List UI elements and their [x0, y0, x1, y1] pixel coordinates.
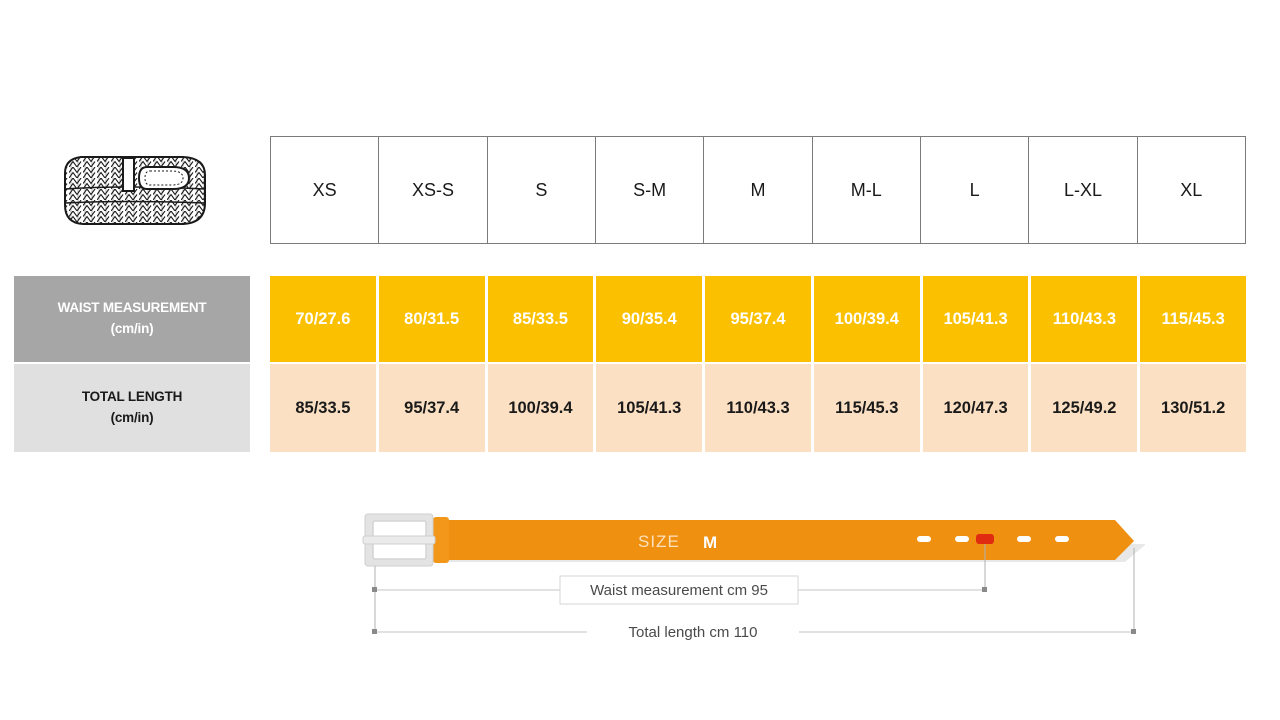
- total-length-value-cell: 125/49.2: [1031, 364, 1141, 452]
- diagram-size-label: SIZE: [638, 532, 680, 551]
- belt-hole: [955, 536, 969, 542]
- total-length-row: TOTAL LENGTH (cm/in) 85/33.5 95/37.4 100…: [14, 364, 1247, 452]
- belt-measurement-diagram: SIZE M Waist measurement cm 95 Total len…: [355, 500, 1155, 650]
- total-length-value-cell: 95/37.4: [378, 364, 488, 452]
- waist-value-cell: 85/33.5: [487, 276, 597, 362]
- total-length-value-cell: 130/51.2: [1140, 364, 1247, 452]
- waist-dimension-label: Waist measurement cm 95: [590, 582, 768, 599]
- table-spacer: [14, 244, 1246, 276]
- diagram-size-value: M: [703, 533, 717, 552]
- size-header-cell: XS-S: [379, 137, 488, 243]
- size-header-cell: S: [488, 137, 596, 243]
- size-header-cell: S-M: [596, 137, 705, 243]
- size-header-cell: L: [921, 137, 1030, 243]
- total-length-value-cell: 120/47.3: [922, 364, 1032, 452]
- size-header-cell: XS: [271, 137, 380, 243]
- header-row-label-spacer: [14, 136, 250, 244]
- waist-dimension-end-tick: [982, 587, 987, 592]
- waist-value-cell: 80/31.5: [378, 276, 488, 362]
- waist-value-cell: 110/43.3: [1031, 276, 1141, 362]
- belt-diagram-svg: SIZE M Waist measurement cm 95 Total len…: [362, 513, 1145, 645]
- waist-value-cell: 90/35.4: [596, 276, 706, 362]
- size-header-cells: XS XS-S S S-M M M-L L L-XL XL: [270, 136, 1246, 244]
- total-length-value-cell: 100/39.4: [487, 364, 597, 452]
- waist-value-cell: 95/37.4: [705, 276, 814, 362]
- product-belt-illustration: [55, 145, 215, 237]
- total-length-value-cell: 115/45.3: [813, 364, 923, 452]
- woven-belt-icon: [64, 156, 206, 225]
- waist-dimension-label-box: [559, 575, 799, 605]
- size-header-cell: M-L: [813, 137, 921, 243]
- belt-hole: [1055, 536, 1069, 542]
- belt-strap: [425, 520, 1134, 560]
- waist-row-label-line2: (cm/in): [110, 321, 154, 336]
- table-header-row: XS XS-S S S-M M M-L L L-XL XL: [14, 136, 1246, 244]
- size-header-cell: XL: [1180, 179, 1203, 200]
- size-chart-table: XS XS-S S S-M M M-L L L-XL XL WAIST MEAS…: [14, 136, 1247, 452]
- total-length-value-cell: 85/33.5: [270, 364, 379, 452]
- waist-value-cell: 115/45.3: [1140, 276, 1247, 362]
- waist-value-cell: 70/27.6: [270, 276, 379, 362]
- total-length-dimension-end-tick: [1131, 629, 1136, 634]
- waist-value-cells: 70/27.6 80/31.5 85/33.5 90/35.4 95/37.4 …: [270, 276, 1247, 362]
- size-header-cell: L-XL: [1029, 137, 1138, 243]
- waist-value-cell: 105/41.3: [922, 276, 1032, 362]
- waist-measurement-row: WAIST MEASUREMENT (cm/in) 70/27.6 80/31.…: [14, 276, 1247, 362]
- belt-hole-highlighted: [976, 534, 994, 544]
- total-length-dimension-start-tick: [372, 629, 377, 634]
- total-length-row-label: TOTAL LENGTH (cm/in): [14, 364, 250, 452]
- belt-hole: [917, 536, 931, 542]
- belt-hole: [1017, 536, 1031, 542]
- belt-buckle-prong-bar: [362, 535, 436, 545]
- total-length-value-cell: 110/43.3: [705, 364, 814, 452]
- waist-dimension-start-tick: [372, 587, 377, 592]
- total-length-row-label-line2: (cm/in): [110, 410, 154, 425]
- total-length-value-cell: 105/41.3: [596, 364, 706, 452]
- waist-row-label: WAIST MEASUREMENT (cm/in): [14, 276, 250, 362]
- waist-row-label-line1: WAIST MEASUREMENT: [57, 300, 207, 316]
- total-length-dimension-label: Total length cm 110: [629, 624, 758, 641]
- total-length-value-cells: 85/33.5 95/37.4 100/39.4 105/41.3 110/43…: [270, 364, 1247, 452]
- total-length-label-backdrop: [587, 619, 799, 645]
- total-length-row-label-line1: TOTAL LENGTH: [81, 389, 183, 405]
- waist-value-cell: 100/39.4: [813, 276, 923, 362]
- belt-keeper-loop: [433, 517, 449, 563]
- size-header-cell: M: [704, 137, 813, 243]
